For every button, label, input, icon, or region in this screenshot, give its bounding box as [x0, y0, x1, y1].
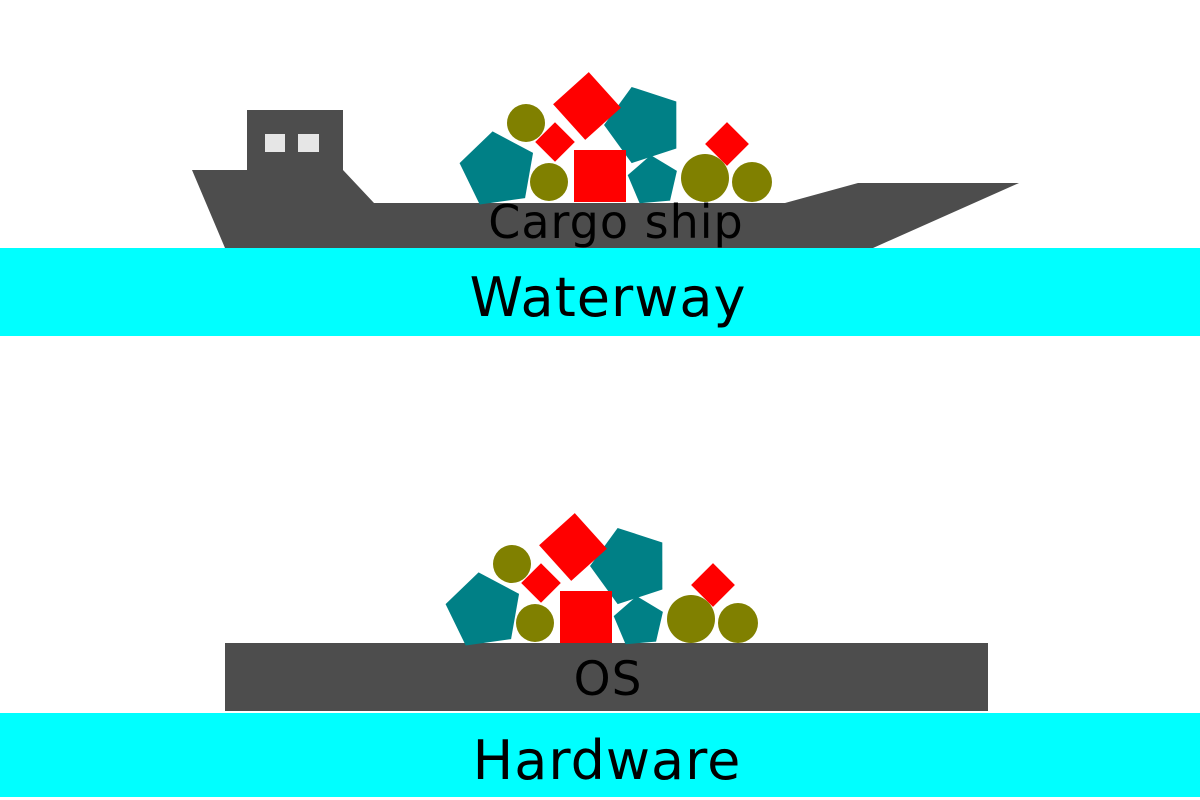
hardware-label: Hardware — [473, 729, 742, 792]
cargo-ship-label: Cargo ship — [488, 195, 743, 249]
ship-window-left-icon — [265, 134, 285, 152]
cargo-ship-panel: Cargo ship Waterway — [0, 72, 1200, 336]
waterway-label: Waterway — [470, 266, 747, 329]
hardware-band — [0, 713, 1200, 797]
os-hardware-panel: OS Hardware — [0, 513, 1200, 797]
os-label: OS — [574, 652, 643, 707]
cargo-pile-on-ship — [455, 72, 772, 207]
ship-hull — [192, 110, 1019, 248]
ship-window-right-icon — [298, 134, 319, 152]
cargo-ship-illustration — [192, 110, 1019, 248]
waterway-band — [0, 248, 1200, 336]
cargo-pile-on-os — [441, 513, 758, 648]
os-platform — [225, 643, 988, 711]
